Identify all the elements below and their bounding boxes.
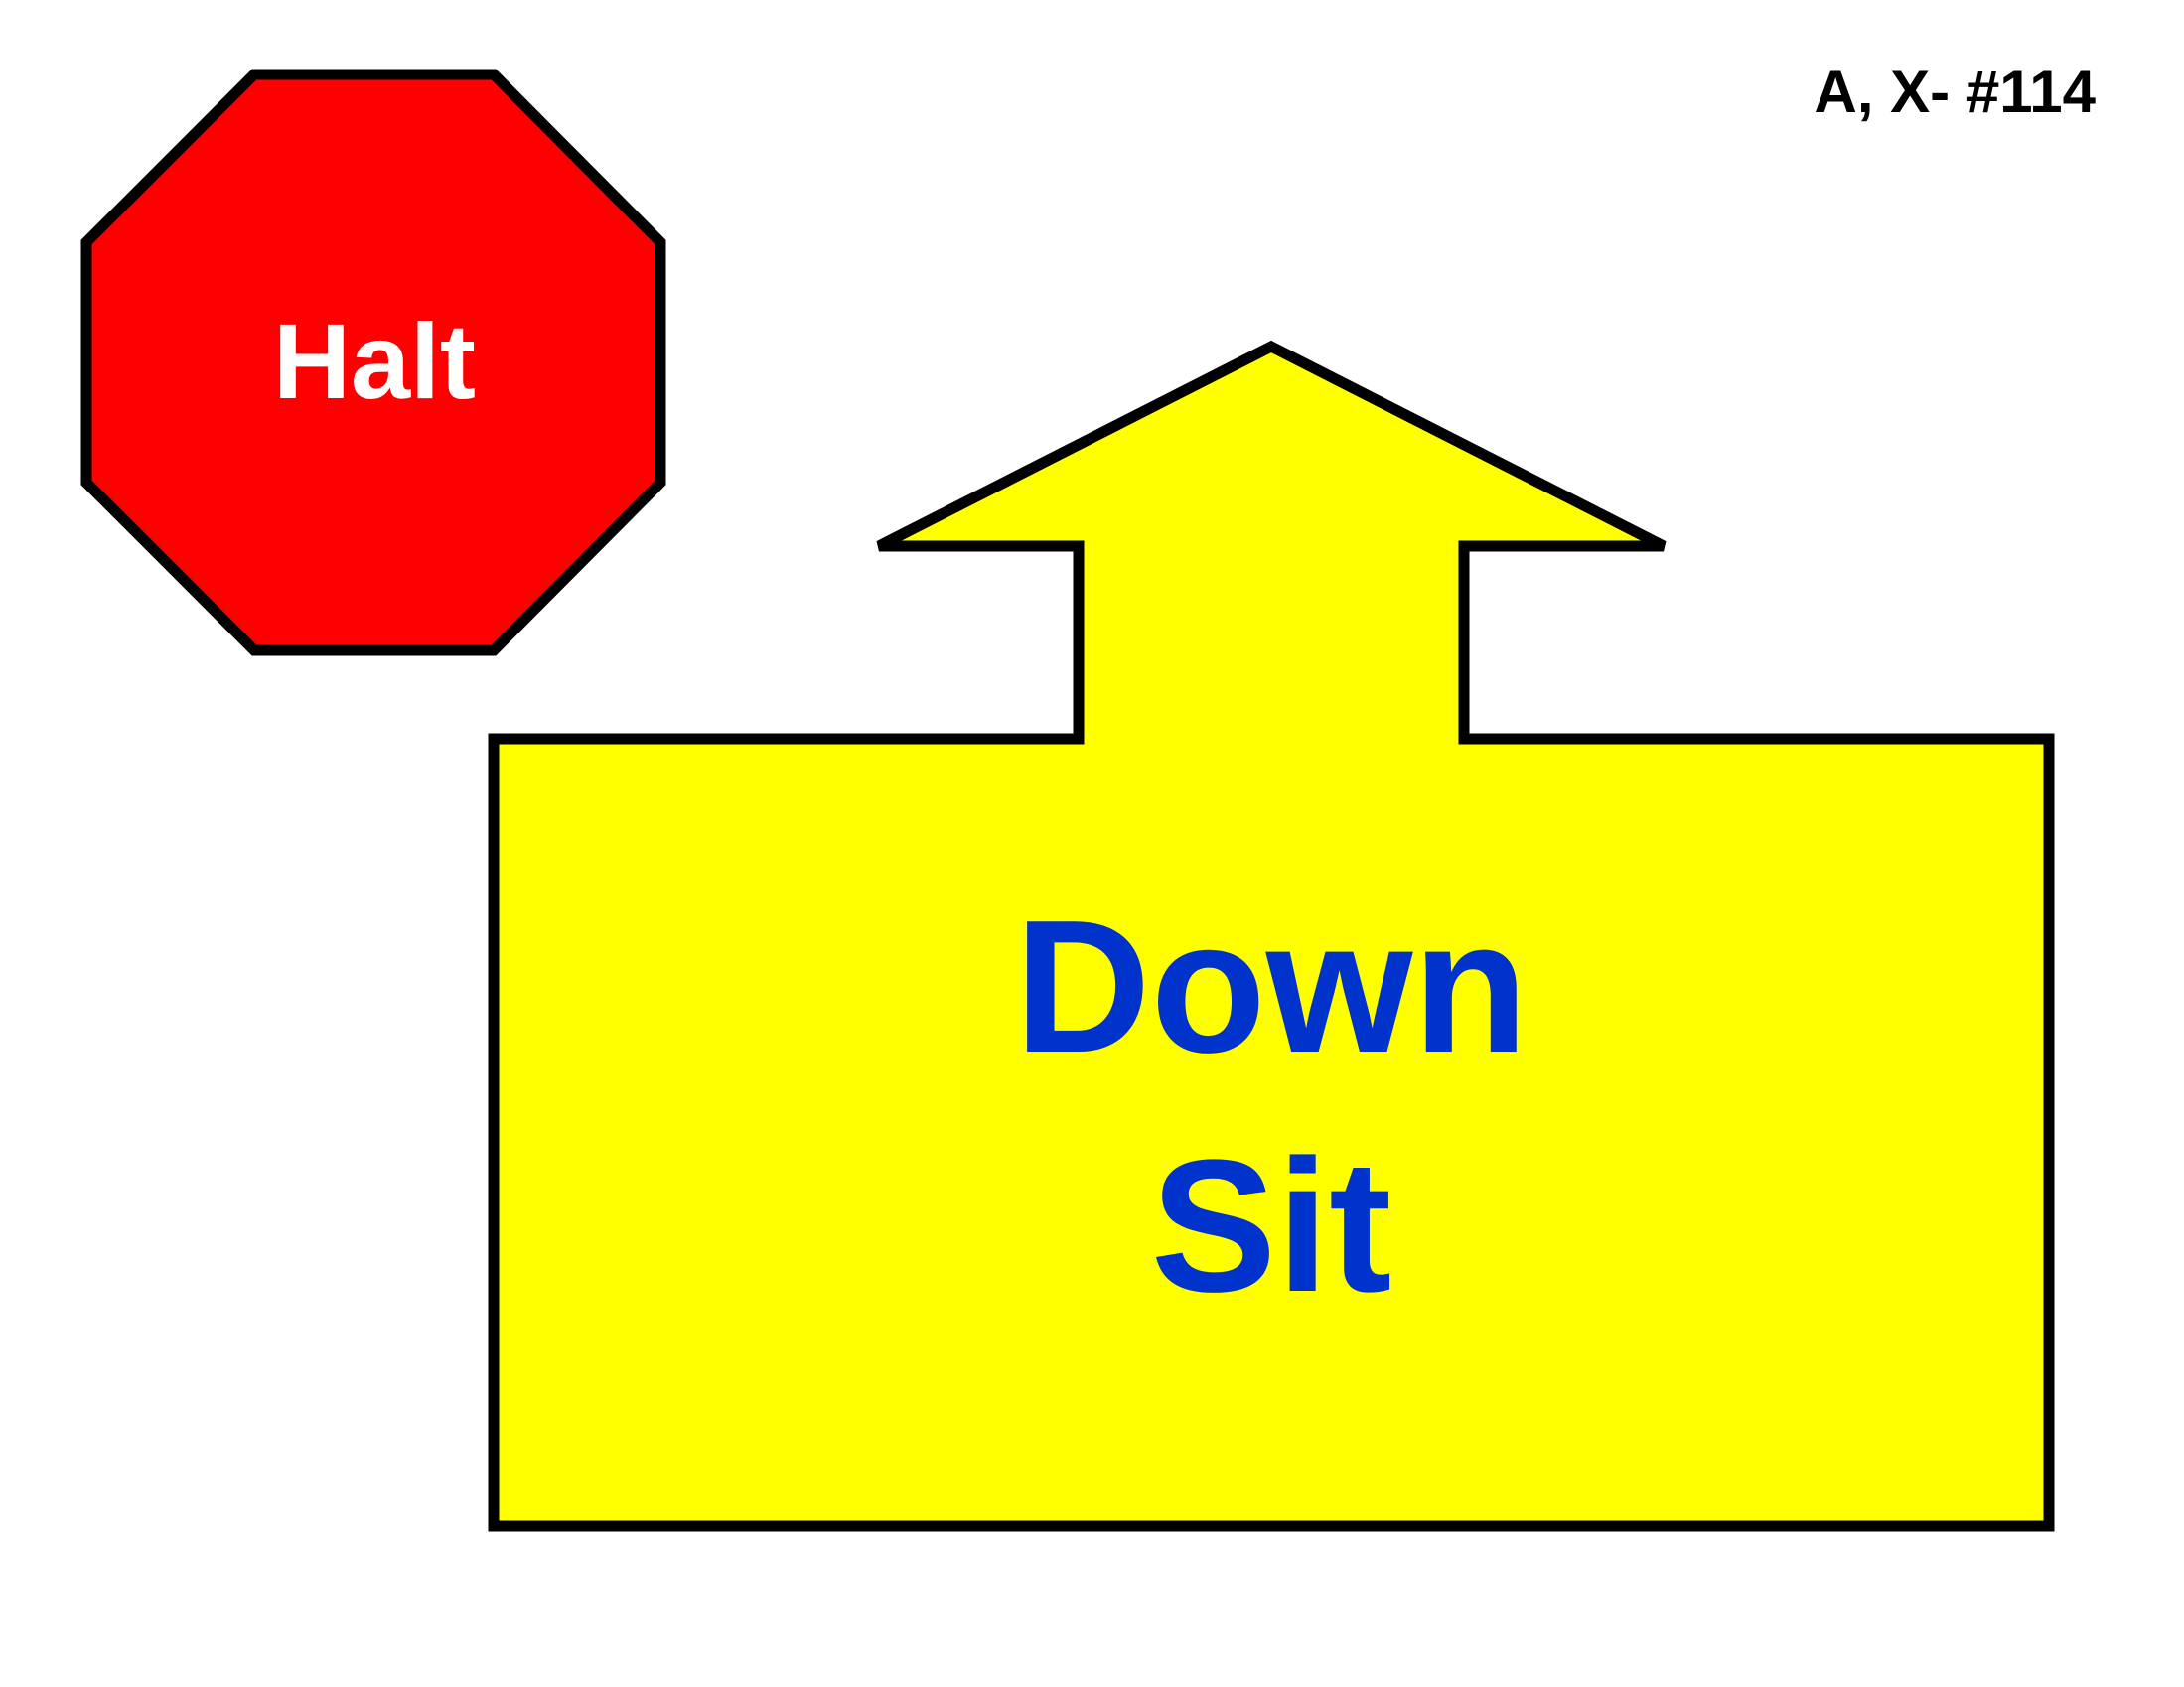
- arrow-up-icon: Down Sit: [488, 340, 2055, 1532]
- halt-octagon-icon: Halt: [80, 69, 666, 656]
- sign-code: A, X- #114: [1814, 59, 2096, 125]
- action-label-line-1: Down: [1014, 882, 1528, 1092]
- action-label-line-2: Sit: [1151, 1121, 1392, 1332]
- arrow-up-shape: [488, 340, 2055, 1532]
- halt-label: Halt: [273, 301, 476, 421]
- halt-octagon-shape: [80, 69, 666, 656]
